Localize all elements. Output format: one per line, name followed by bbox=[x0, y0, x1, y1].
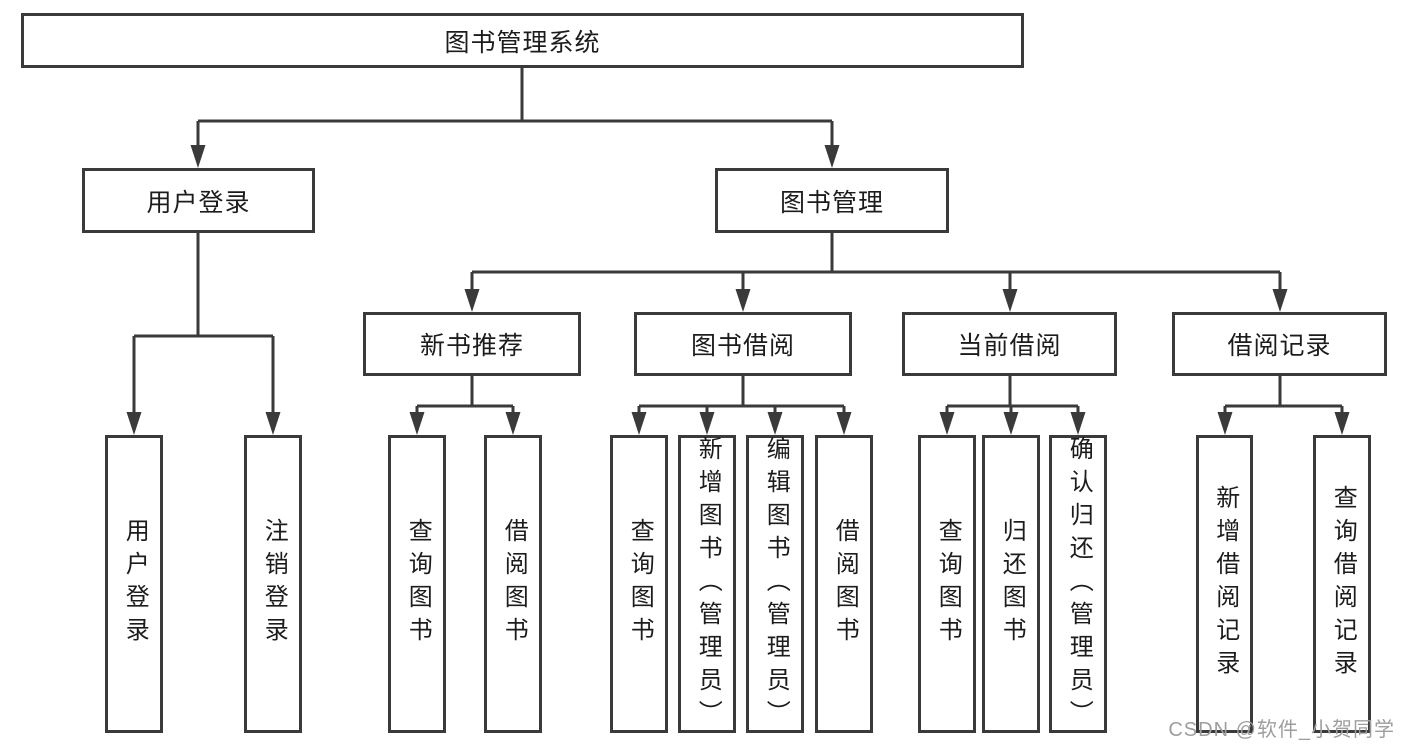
leaf-add-borrow-record: 新增借阅记录 bbox=[1196, 435, 1253, 733]
leaf-return-books-label: 归还图书 bbox=[998, 518, 1026, 650]
leaf-query-books-borrowing-label: 查询图书 bbox=[626, 518, 654, 650]
leaf-confirm-return-admin: 确认归还（管理员） bbox=[1049, 435, 1107, 733]
leaf-borrow-books-recommend: 借阅图书 bbox=[484, 435, 542, 733]
leaf-borrow-books: 借阅图书 bbox=[815, 435, 873, 733]
leaf-edit-books-admin-label: 编辑图书（管理员） bbox=[762, 435, 790, 733]
node-borrowing-records: 借阅记录 bbox=[1172, 312, 1387, 376]
node-user-login: 用户登录 bbox=[82, 168, 315, 233]
leaf-add-borrow-record-label: 新增借阅记录 bbox=[1211, 485, 1239, 683]
leaf-query-borrow-record: 查询借阅记录 bbox=[1313, 435, 1371, 733]
node-book-borrowing: 图书借阅 bbox=[634, 312, 852, 376]
leaf-logout: 注销登录 bbox=[244, 435, 302, 733]
leaf-query-books-current-label: 查询图书 bbox=[934, 518, 962, 650]
node-current-borrowing: 当前借阅 bbox=[902, 312, 1117, 376]
leaf-return-books: 归还图书 bbox=[982, 435, 1040, 733]
leaf-edit-books-admin: 编辑图书（管理员） bbox=[746, 435, 804, 733]
leaf-borrow-books-label: 借阅图书 bbox=[831, 518, 859, 650]
leaf-query-books-current: 查询图书 bbox=[918, 435, 976, 733]
leaf-query-books-recommend: 查询图书 bbox=[388, 435, 446, 733]
leaf-query-books-recommend-label: 查询图书 bbox=[404, 518, 432, 650]
leaf-query-borrow-record-label: 查询借阅记录 bbox=[1329, 485, 1357, 683]
csdn-watermark: CSDN @软件_小贺同学 bbox=[1168, 719, 1395, 741]
leaf-logout-label: 注销登录 bbox=[260, 518, 288, 650]
node-book-management: 图书管理 bbox=[715, 168, 949, 233]
leaf-add-books-admin-label: 新增图书（管理员） bbox=[694, 435, 722, 733]
leaf-user-login: 用户登录 bbox=[105, 435, 163, 733]
node-new-book-recommend: 新书推荐 bbox=[363, 312, 581, 376]
leaf-query-books-borrowing: 查询图书 bbox=[610, 435, 668, 733]
leaf-borrow-books-recommend-label: 借阅图书 bbox=[500, 518, 528, 650]
leaf-add-books-admin: 新增图书（管理员） bbox=[678, 435, 736, 733]
leaf-user-login-label: 用户登录 bbox=[121, 518, 149, 650]
leaf-confirm-return-admin-label: 确认归还（管理员） bbox=[1065, 435, 1093, 733]
node-root-system: 图书管理系统 bbox=[21, 13, 1024, 68]
